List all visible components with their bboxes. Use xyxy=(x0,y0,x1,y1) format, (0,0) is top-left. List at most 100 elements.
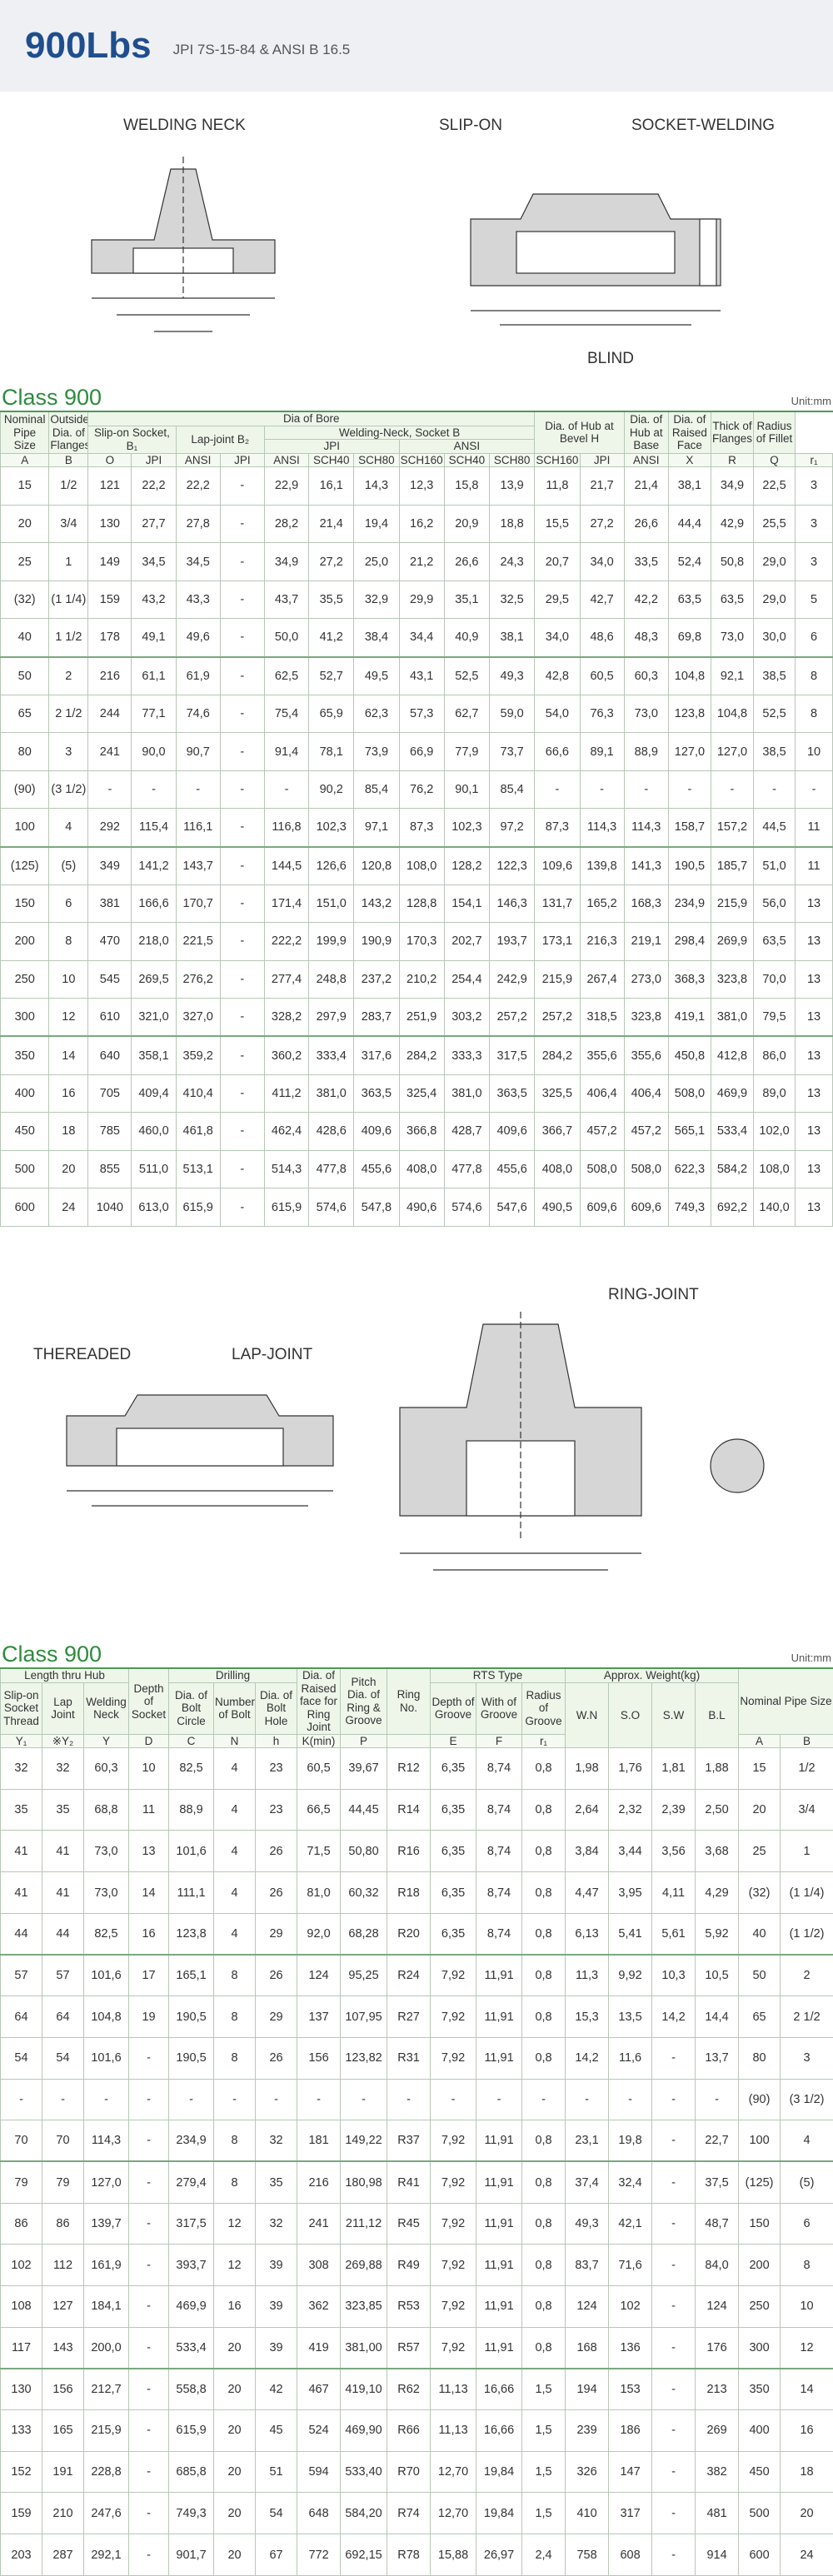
table-cell: 34,9 xyxy=(264,543,308,581)
table-cell: 462,4 xyxy=(264,1113,308,1151)
table-cell: 419,1 xyxy=(668,999,711,1037)
table-cell: (3 1/2) xyxy=(781,2079,833,2120)
table-cell: 29,0 xyxy=(754,580,796,619)
table-cell: - xyxy=(129,2369,169,2410)
table-cell: 298,4 xyxy=(668,923,711,961)
table-cell: - xyxy=(220,1036,264,1074)
table-cell: 13,7 xyxy=(696,2037,739,2079)
table-cell: 11,13 xyxy=(431,2410,476,2452)
table-cell: 20 xyxy=(739,1789,781,1831)
table-cell: - xyxy=(220,847,264,885)
table-cell: 381,00 xyxy=(341,2327,387,2369)
table-cell: 327,0 xyxy=(176,999,220,1037)
table-cell: 161,9 xyxy=(84,2245,129,2286)
table-cell: 60,3 xyxy=(84,1748,129,1790)
table-cell: 173,1 xyxy=(535,923,580,961)
table-cell: 32,5 xyxy=(489,580,534,619)
table-cell: 0,8 xyxy=(522,1831,566,1872)
table-cell: 705 xyxy=(88,1074,132,1113)
table-cell: 152 xyxy=(1,2451,42,2493)
table-cell: 79 xyxy=(42,2161,84,2203)
symbol-cell: ※Y₂ xyxy=(42,1734,84,1748)
table-cell: 508,0 xyxy=(580,1150,624,1188)
table-cell: 8,74 xyxy=(476,1789,522,1831)
table-cell: 17 xyxy=(129,1955,169,1996)
symbol-cell: B xyxy=(49,453,88,467)
table-cell: 39,67 xyxy=(341,1748,387,1790)
table-cell: 317 xyxy=(609,2493,652,2534)
table-cell: 37,4 xyxy=(566,2161,609,2203)
table-cell: 76,3 xyxy=(580,695,624,733)
table-cell: 297,9 xyxy=(309,999,354,1037)
table-cell: 69,8 xyxy=(668,619,711,657)
table-cell: 7,92 xyxy=(431,2120,476,2162)
table-cell: 28,2 xyxy=(264,505,308,543)
table-cell: 13,5 xyxy=(609,1996,652,2038)
table-cell: 323,8 xyxy=(624,999,668,1037)
th-nps-2: Nominal Pipe Size xyxy=(739,1668,833,1734)
table-cell: - xyxy=(84,2079,129,2120)
table-cell: 3,68 xyxy=(696,1831,739,1872)
table-cell: 15 xyxy=(739,1748,781,1790)
table-cell: - xyxy=(129,2327,169,2369)
table-cell: 640 xyxy=(88,1036,132,1074)
table-cell: (5) xyxy=(49,847,88,885)
table-cell: 151,0 xyxy=(309,884,354,923)
table-cell: 88,9 xyxy=(169,1789,214,1831)
table-cell: R27 xyxy=(387,1996,431,2038)
table-cell: 257,2 xyxy=(489,999,534,1037)
table-cell: 156 xyxy=(42,2369,84,2410)
table-cell: 16 xyxy=(49,1074,88,1113)
table-cell: 39 xyxy=(256,2286,297,2328)
table-cell: 112 xyxy=(42,2245,84,2286)
table-cell: 38,1 xyxy=(668,467,711,506)
table-cell: 13 xyxy=(796,884,833,923)
table-cell: 25,5 xyxy=(754,505,796,543)
table-row: -----------------(90)(3 1/2) xyxy=(1,2079,833,2120)
table-cell: 6,35 xyxy=(431,1789,476,1831)
table-cell: - xyxy=(220,1150,264,1188)
table-cell: 91,4 xyxy=(264,733,308,771)
table-cell: 211,12 xyxy=(341,2203,387,2245)
table-cell: 5,92 xyxy=(696,1913,739,1955)
table-cell: 10,5 xyxy=(696,1955,739,1996)
table-cell: 1,81 xyxy=(652,1748,696,1790)
table-cell: 102 xyxy=(609,2286,652,2328)
symbol-cell: JPI xyxy=(132,453,176,467)
table-cell: 19 xyxy=(129,1996,169,2038)
table-cell: 70 xyxy=(42,2120,84,2162)
table-cell: 79 xyxy=(1,2161,42,2203)
table-cell: (32) xyxy=(1,580,49,619)
table-cell: 244 xyxy=(88,695,132,733)
table-cell: 3/4 xyxy=(781,1789,833,1831)
table-cell: 4,29 xyxy=(696,1872,739,1914)
table-cell: - xyxy=(132,770,176,809)
table-cell: 44 xyxy=(42,1913,84,1955)
table-cell: 62,5 xyxy=(264,657,308,695)
table-cell: 95,25 xyxy=(341,1955,387,1996)
table-cell: 61,1 xyxy=(132,657,176,695)
table-cell: - xyxy=(387,2079,431,2120)
table-cell: 1040 xyxy=(88,1188,132,1227)
page-header: 900Lbs JPI 7S-15-84 & ANSI B 16.5 xyxy=(0,0,833,92)
table-cell: 8,74 xyxy=(476,1872,522,1914)
table-cell: 190,5 xyxy=(169,2037,214,2079)
table-cell: 0,8 xyxy=(522,2161,566,2203)
symbol-cell: Q xyxy=(754,453,796,467)
welding-neck-label: WELDING NECK xyxy=(123,117,246,134)
table-cell: 300 xyxy=(1,999,49,1037)
table-cell: 83,7 xyxy=(566,2245,609,2286)
table-cell: 2,50 xyxy=(696,1789,739,1831)
table-cell: 200,0 xyxy=(84,2327,129,2369)
table-cell: 86 xyxy=(42,2203,84,2245)
table-cell: 50,8 xyxy=(711,543,753,581)
table-cell: - xyxy=(220,1074,264,1113)
table-cell: 400 xyxy=(1,1074,49,1113)
table-cell: 363,5 xyxy=(489,1074,534,1113)
table-cell: 20 xyxy=(1,505,49,543)
table-cell: 33,5 xyxy=(624,543,668,581)
